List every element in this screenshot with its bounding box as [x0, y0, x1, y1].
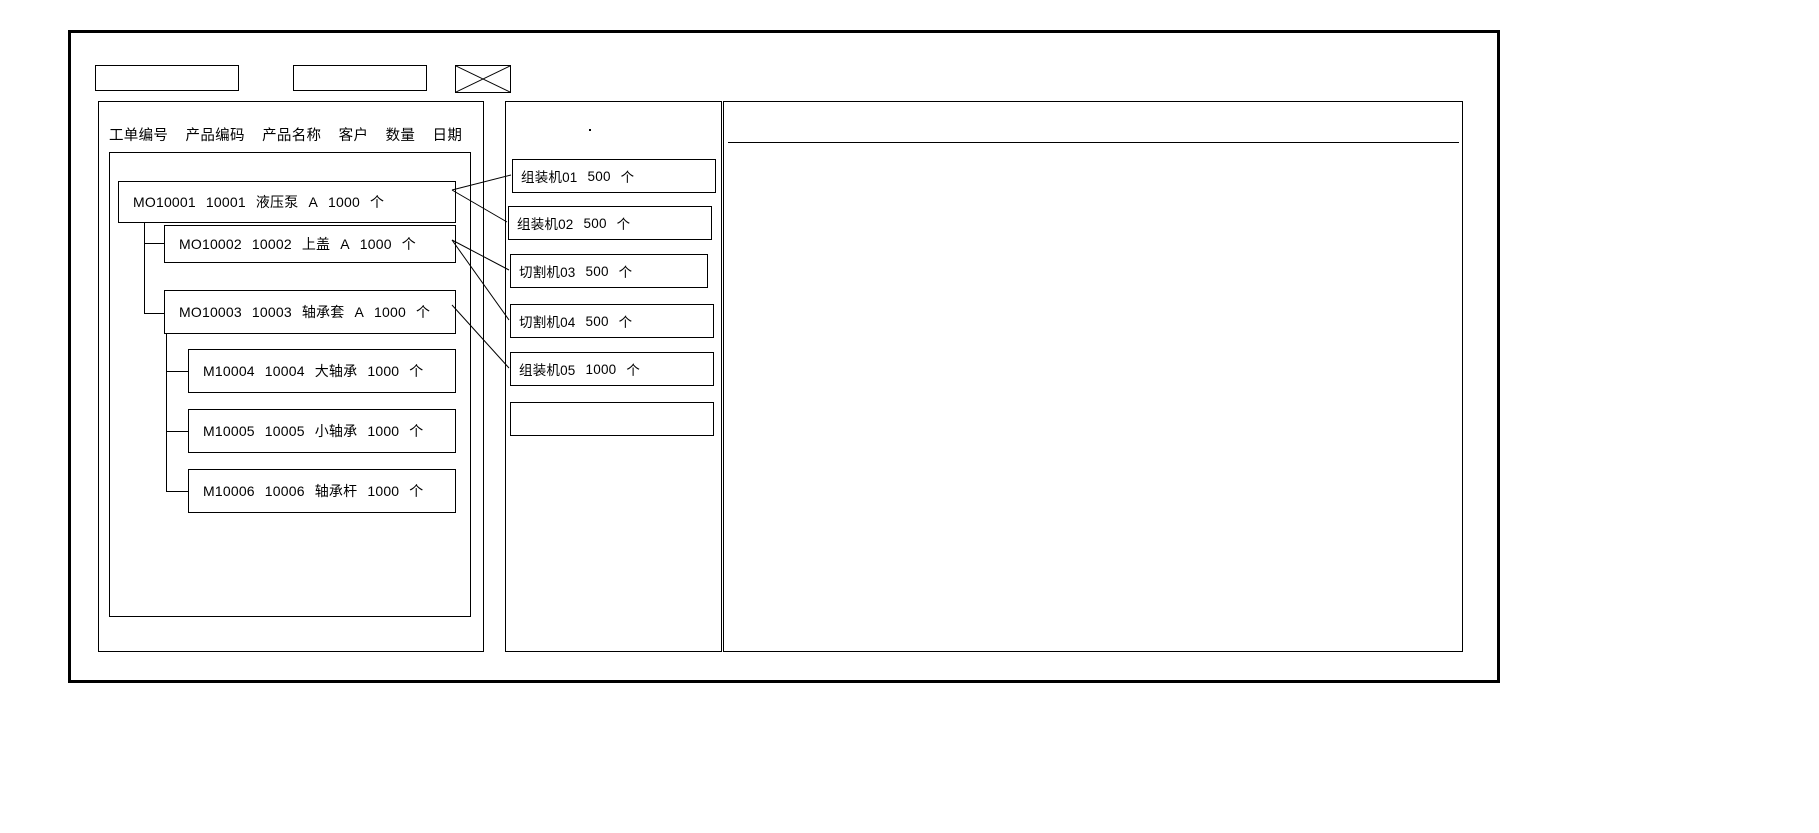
node-unit: 个: [401, 236, 416, 252]
column-header-date: 日期: [432, 128, 463, 144]
column-header-product-code: 产品编码: [185, 128, 245, 144]
image-placeholder-icon[interactable]: [455, 65, 511, 93]
node-quantity: 1000: [327, 194, 360, 210]
node-order-no: MO10001: [133, 194, 196, 210]
node-product-code: 10003: [251, 304, 292, 320]
node-quantity: 1000: [367, 483, 400, 499]
node-unit: 个: [369, 194, 385, 210]
cross-box-icon: [456, 66, 510, 92]
node-product-code: 10006: [264, 483, 305, 499]
column-header-customer: 客户: [338, 128, 369, 144]
node-customer: A: [340, 236, 350, 252]
machine-unit: 个: [618, 315, 633, 330]
tree-stub-mo10003: [144, 313, 164, 314]
machine-item-2[interactable]: 组装机02 500 个: [508, 206, 712, 240]
tree-stub-mo10002: [144, 243, 164, 244]
tree-stub-m10005: [166, 431, 188, 432]
tree-node-m10006[interactable]: M10006 10006 轴承杆 1000 个: [188, 469, 456, 513]
node-order-no: M10004: [203, 363, 255, 379]
machine-item-empty[interactable]: [510, 402, 714, 436]
work-order-column-headers: 工单编号 产品编码 产品名称 客户 数量 日期: [109, 124, 469, 145]
tree-node-m10005[interactable]: M10005 10005 小轴承 1000 个: [188, 409, 456, 453]
node-customer: A: [354, 304, 364, 320]
node-product-name: 大轴承: [314, 363, 358, 379]
detail-panel-content: [732, 150, 1454, 643]
node-product-name: 小轴承: [314, 423, 358, 439]
machine-unit: 个: [620, 170, 635, 185]
node-quantity: 1000: [359, 236, 392, 252]
toolbar-field-2[interactable]: [293, 65, 427, 91]
application-window: 工单编号 产品编码 产品名称 客户 数量 日期 MO10001: [68, 30, 1500, 683]
machine-name: 组装机02: [517, 217, 574, 232]
column-header-quantity: 数量: [385, 128, 416, 144]
node-product-name: 液压泵: [255, 194, 299, 210]
machine-unit: 个: [626, 363, 641, 378]
machine-name: 组装机01: [521, 170, 578, 185]
node-product-code: 10005: [264, 423, 305, 439]
node-product-name: 上盖: [301, 236, 331, 252]
node-unit: 个: [415, 304, 431, 320]
machine-quantity: 500: [585, 263, 609, 279]
node-unit: 个: [409, 483, 424, 499]
machine-quantity: 500: [583, 215, 607, 231]
tree-trunk-level1: [144, 209, 145, 313]
node-product-name: 轴承杆: [314, 483, 358, 499]
node-unit: 个: [409, 423, 424, 439]
tree-stub-m10006: [166, 491, 188, 492]
machine-unit: 个: [618, 265, 633, 280]
node-order-no: M10005: [203, 423, 255, 439]
node-order-no: MO10003: [179, 304, 242, 320]
work-order-tree-container: MO10001 10001 液压泵 A 1000 个 MO10002 10002…: [109, 152, 471, 617]
node-product-code: 10002: [251, 236, 292, 252]
node-quantity: 1000: [373, 304, 406, 320]
tree-node-m10004[interactable]: M10004 10004 大轴承 1000 个: [188, 349, 456, 393]
machine-name: 切割机04: [519, 315, 576, 330]
panel-marker-dot: [589, 129, 591, 131]
node-quantity: 1000: [367, 423, 400, 439]
machine-item-5[interactable]: 组装机05 1000 个: [510, 352, 714, 386]
node-quantity: 1000: [367, 363, 400, 379]
tree-node-mo10003[interactable]: MO10003 10003 轴承套 A 1000 个: [164, 290, 456, 334]
node-product-code: 10004: [264, 363, 305, 379]
machine-item-4[interactable]: 切割机04 500 个: [510, 304, 714, 338]
machine-item-3[interactable]: 切割机03 500 个: [510, 254, 708, 288]
tree-node-mo10001[interactable]: MO10001 10001 液压泵 A 1000 个: [118, 181, 456, 223]
node-customer: A: [308, 194, 318, 210]
machine-name: 组装机05: [519, 363, 576, 378]
tree-stub-m10004: [166, 371, 188, 372]
detail-panel: [723, 101, 1463, 652]
tree-trunk-level2: [166, 313, 167, 491]
machine-quantity: 500: [585, 313, 609, 329]
toolbar-field-1[interactable]: [95, 65, 239, 91]
machine-schedule-panel: 组装机01 500 个 组装机02 500 个 切割机03 500 个 切割机0…: [505, 101, 722, 652]
node-product-name: 轴承套: [301, 304, 345, 320]
machine-quantity: 500: [587, 168, 611, 184]
column-header-order-no: 工单编号: [109, 128, 169, 144]
machine-name: 切割机03: [519, 265, 576, 280]
work-order-panel: 工单编号 产品编码 产品名称 客户 数量 日期 MO10001: [98, 101, 484, 652]
detail-panel-divider: [728, 142, 1459, 143]
node-order-no: MO10002: [179, 236, 242, 252]
tree-node-mo10002[interactable]: MO10002 10002 上盖 A 1000 个: [164, 225, 456, 263]
toolbar: [95, 65, 1475, 99]
node-product-code: 10001: [205, 194, 246, 210]
column-header-product-name: 产品名称: [262, 128, 322, 144]
machine-quantity: 1000: [585, 361, 617, 377]
machine-item-1[interactable]: 组装机01 500 个: [512, 159, 716, 193]
node-unit: 个: [409, 363, 424, 379]
node-order-no: M10006: [203, 483, 255, 499]
machine-unit: 个: [616, 217, 631, 232]
